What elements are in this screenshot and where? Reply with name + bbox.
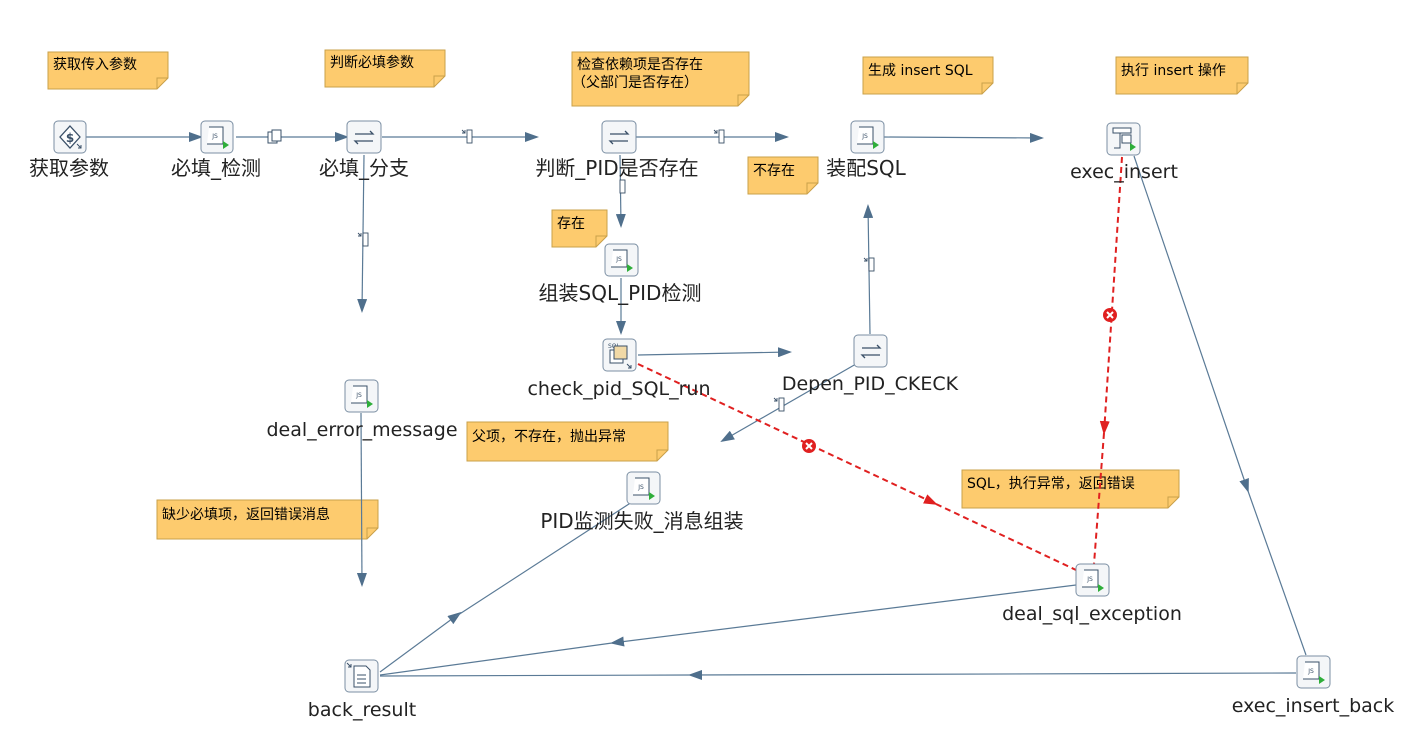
step-label: 获取参数: [29, 156, 109, 180]
target-step-icon: [863, 257, 875, 272]
note-text: 执行 insert 操作: [1121, 63, 1226, 79]
note-not-exists[interactable]: 不存在: [747, 156, 819, 195]
step-exec-insert-back[interactable]: JS exec_insert_back: [1232, 655, 1394, 717]
svg-text:JS: JS: [861, 133, 868, 140]
hop-pid-fail-to-back-result-tail[interactable]: [454, 501, 633, 618]
note-generate-sql[interactable]: 生成 insert SQL: [862, 56, 994, 95]
javascript-script-icon: JS: [857, 126, 879, 149]
javascript-script-icon: JS: [207, 126, 229, 149]
switch-case-icon: [353, 130, 375, 145]
step-deal-error-message[interactable]: JS deal_error_message: [266, 379, 458, 441]
hop-exec-insert-to-exec-insert-back-tail[interactable]: [1247, 490, 1307, 656]
hop-exec-insert-to-exec-insert-back[interactable]: [1133, 155, 1249, 493]
step-label: back_result: [308, 699, 416, 721]
step-deal-sql-exception[interactable]: JS deal_sql_exception: [1002, 563, 1182, 625]
hop-deal-sql-exc-to-back-result-tail[interactable]: [379, 642, 613, 676]
step-label: exec_insert: [1070, 161, 1178, 183]
note-text: （父部门是否存在）: [572, 75, 698, 91]
note-exists[interactable]: 存在: [551, 209, 608, 248]
javascript-script-icon: JS: [633, 477, 655, 500]
target-step-icon: [619, 179, 626, 194]
note-text: 生成 insert SQL: [868, 63, 973, 79]
javascript-script-icon: JS: [351, 385, 373, 408]
hop-deal-error-to-back-result[interactable]: [356, 412, 367, 587]
step-label: Depen_PID_CKECK: [782, 373, 959, 395]
step-get-params[interactable]: $ 获取参数: [29, 120, 109, 180]
switch-case-icon: [860, 344, 882, 359]
note-sql-exception[interactable]: SQL，执行异常，返回错误: [961, 469, 1180, 509]
svg-text:JS: JS: [355, 392, 362, 399]
step-assemble-sql[interactable]: JS 装配SQL: [826, 120, 907, 180]
sql-table-output-icon: [1112, 127, 1136, 151]
hop-exec-insert-back-to-back-result[interactable]: [688, 669, 1297, 680]
error-hop-exec-insert-to-deal-sql-exc-tail[interactable]: [1093, 432, 1105, 565]
hop-pid-fail-to-back-result[interactable]: [379, 611, 462, 673]
javascript-script-icon: JS: [611, 249, 633, 272]
error-hop-check-pid-sql-to-deal-sql-exc[interactable]: [637, 363, 938, 505]
step-label: check_pid_SQL_run: [527, 378, 710, 400]
step-pid-exists[interactable]: 判断_PID是否存在: [535, 120, 699, 180]
step-required-branch[interactable]: 必填_分支: [319, 120, 409, 180]
step-depen-pid-check[interactable]: Depen_PID_CKECK: [782, 334, 959, 395]
note-text: SQL，执行异常，返回错误: [967, 476, 1135, 492]
switch-case-icon: [608, 130, 630, 145]
target-step-icon: [773, 397, 785, 412]
note-text: 获取传入参数: [53, 56, 137, 73]
note-text: 存在: [557, 216, 585, 232]
target-step-icon: [461, 129, 473, 144]
svg-text:JS: JS: [615, 256, 622, 263]
step-pid-fail-message[interactable]: JS PID监测失败_消息组装: [540, 471, 744, 533]
hop-exec-insert-back-to-back-result-tail[interactable]: [379, 674, 691, 677]
target-step-icon: [713, 129, 725, 144]
step-label: 组装SQL_PID检测: [539, 281, 702, 305]
hop-assemble-sql-to-exec-insert[interactable]: [883, 132, 1044, 143]
step-label: 必填_分支: [319, 156, 409, 180]
step-label: PID监测失败_消息组装: [540, 509, 743, 533]
copy-rows-icon: [267, 129, 282, 144]
svg-text:JS: JS: [1086, 576, 1093, 583]
hop-check-pid-sql-to-depen[interactable]: [637, 347, 792, 358]
hop-deal-sql-exc-to-back-result[interactable]: [610, 584, 1077, 647]
step-required-check[interactable]: JS 必填_检测: [171, 120, 261, 180]
step-label: deal_sql_exception: [1002, 603, 1182, 625]
step-label: 判断_PID是否存在: [535, 156, 698, 180]
svg-text:$: $: [66, 131, 74, 145]
error-hop-exec-insert-to-deal-sql-exc[interactable]: [1099, 156, 1123, 435]
step-check-pid-sql[interactable]: SQL check_pid_SQL_run: [527, 338, 711, 400]
step-assemble-pid-sql[interactable]: JS 组装SQL_PID检测: [539, 243, 702, 305]
error-hop-check-pid-sql-to-deal-sql-exc-tail[interactable]: [935, 503, 1077, 571]
note-text: 判断必填参数: [330, 54, 414, 71]
error-marker-icon: [802, 439, 816, 453]
step-back-result[interactable]: back_result: [308, 659, 416, 721]
svg-text:JS: JS: [637, 484, 644, 491]
svg-text:JS: JS: [1307, 668, 1314, 675]
step-label: 必填_检测: [171, 156, 261, 180]
error-marker-icon: [1103, 308, 1117, 322]
note-check-required[interactable]: 判断必填参数: [324, 49, 446, 88]
dollar-input-icon: $: [59, 125, 82, 149]
sql-script-icon: SQL: [608, 343, 632, 369]
step-label: deal_error_message: [266, 419, 457, 441]
step-label: 装配SQL: [826, 156, 906, 180]
note-text: 检查依赖项是否存在: [577, 57, 703, 73]
result-output-icon: [346, 662, 371, 688]
note-missing-required[interactable]: 缺少必填项，返回错误消息: [156, 499, 379, 540]
note-text: 父项，不存在，抛出异常: [472, 429, 626, 445]
note-check-dependency[interactable]: 检查依赖项是否存在 （父部门是否存在）: [571, 51, 750, 107]
step-exec-insert[interactable]: exec_insert: [1070, 122, 1178, 183]
note-exec-insert[interactable]: 执行 insert 操作: [1115, 56, 1249, 95]
hop-depen-to-pid-fail[interactable]: [720, 363, 857, 442]
note-parent-missing[interactable]: 父项，不存在，抛出异常: [466, 421, 669, 462]
note-get-params[interactable]: 获取传入参数: [47, 51, 169, 90]
svg-text:JS: JS: [211, 133, 218, 140]
step-label: exec_insert_back: [1232, 695, 1394, 717]
javascript-script-icon: JS: [1303, 661, 1325, 684]
javascript-script-icon: JS: [1082, 569, 1104, 592]
target-step-icon: [357, 232, 369, 247]
note-text: 缺少必填项，返回错误消息: [162, 506, 330, 523]
note-text: 不存在: [753, 163, 795, 179]
